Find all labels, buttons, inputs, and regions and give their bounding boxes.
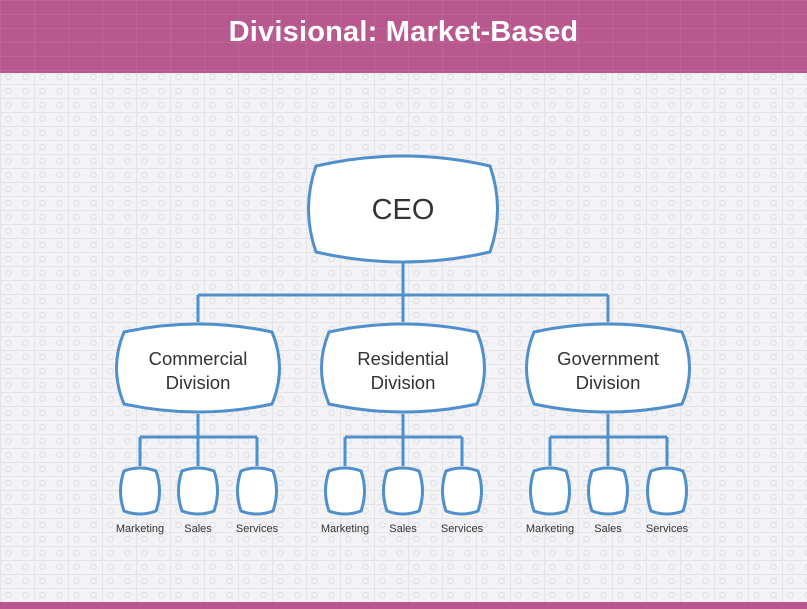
unit-label-marketing: Marketing [321, 523, 369, 535]
unit-label-marketing: Marketing [116, 523, 164, 535]
unit-box [529, 466, 571, 516]
division-label-line2: Division [371, 372, 436, 393]
division-node-government: Government Division [525, 322, 691, 414]
division-label-line2: Division [576, 372, 641, 393]
unit-node: Services [441, 466, 484, 535]
unit-label-marketing: Marketing [526, 523, 574, 535]
division-box [320, 322, 486, 414]
unit-node: Services [236, 466, 279, 535]
footer-bar [0, 602, 807, 609]
unit-node: Services [646, 466, 689, 535]
ceo-box [307, 154, 499, 264]
unit-box [382, 466, 424, 516]
unit-label-sales: Sales [184, 523, 212, 535]
ceo-node: CEO [307, 154, 499, 264]
division-label-line1: Government [557, 348, 659, 369]
unit-node: Marketing [321, 466, 369, 535]
unit-node: Sales [382, 466, 424, 535]
division-node-commercial: Commercial Division [115, 322, 281, 414]
unit-node: Sales [587, 466, 629, 535]
unit-box [587, 466, 629, 516]
unit-box [119, 466, 161, 516]
connector-lines [138, 252, 669, 466]
unit-node: Marketing [116, 466, 164, 535]
unit-label-services: Services [236, 523, 279, 535]
unit-box [324, 466, 366, 516]
division-label-line1: Commercial [149, 348, 248, 369]
unit-label-sales: Sales [594, 523, 622, 535]
title-banner: Divisional: Market-Based [0, 0, 807, 73]
unit-label-services: Services [646, 523, 689, 535]
unit-label-services: Services [441, 523, 484, 535]
division-box [525, 322, 691, 414]
division-label-line2: Division [166, 372, 231, 393]
unit-box [236, 466, 278, 516]
unit-label-sales: Sales [389, 523, 417, 535]
unit-box [441, 466, 483, 516]
ceo-label: CEO [372, 194, 435, 226]
division-node-residential: Residential Division [320, 322, 486, 414]
division-box [115, 322, 281, 414]
page-title: Divisional: Market-Based [228, 16, 579, 48]
unit-node: Sales [177, 466, 219, 535]
unit-node: Marketing [526, 466, 574, 535]
division-label-line1: Residential [357, 348, 449, 369]
unit-box [646, 466, 688, 516]
unit-box [177, 466, 219, 516]
